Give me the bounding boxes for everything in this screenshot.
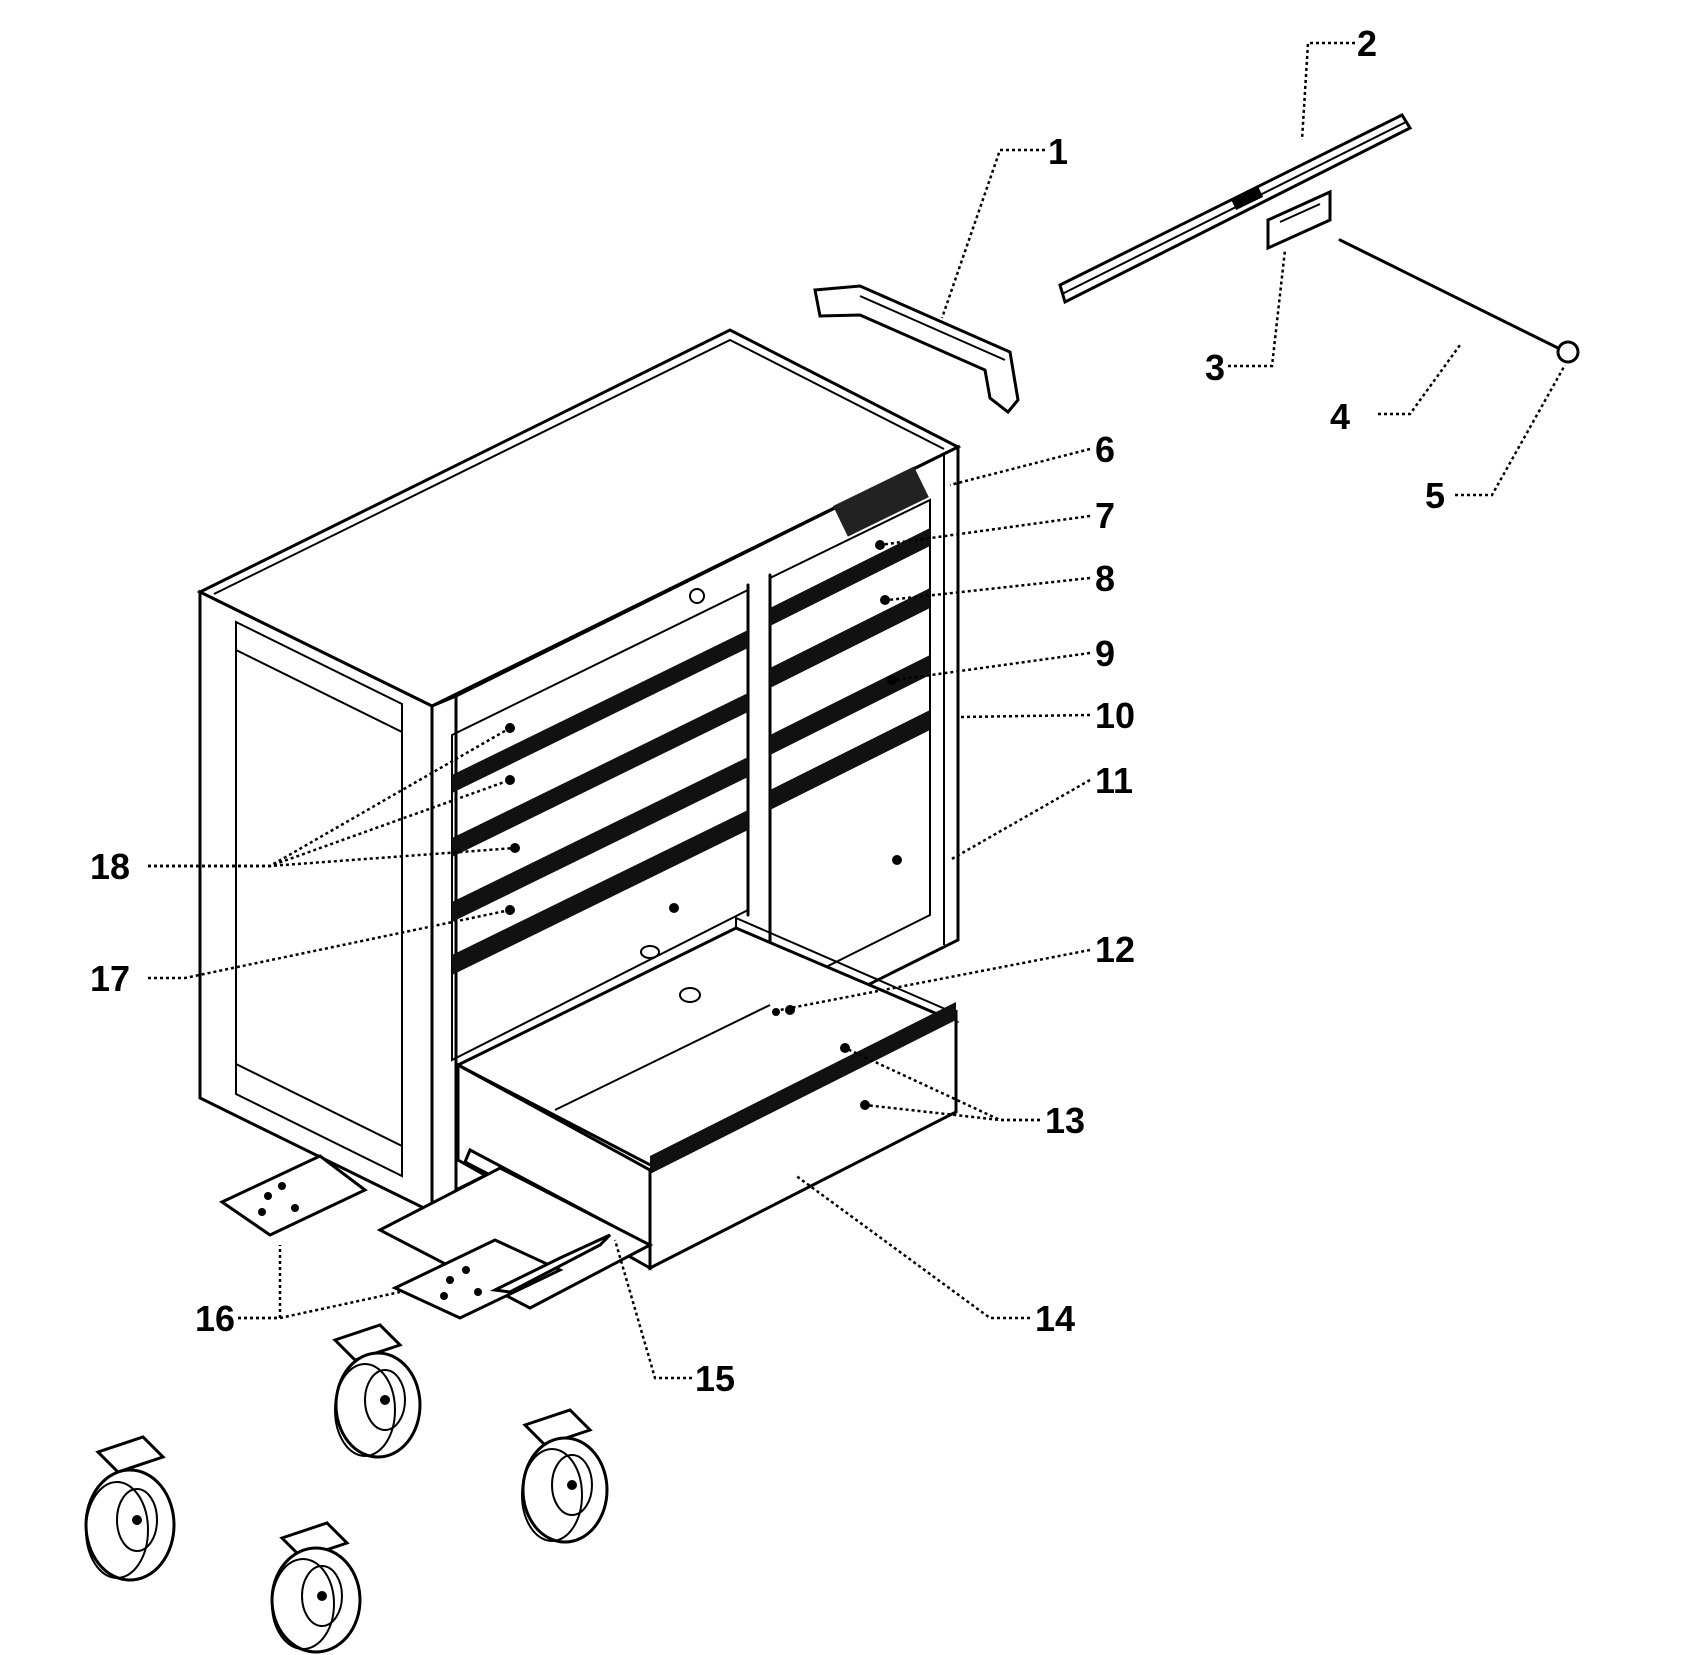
lock-icon (689, 588, 705, 604)
callout-2: 2 (1357, 23, 1377, 64)
callout-labels: 1 2 3 4 5 6 7 8 9 10 11 12 13 14 15 16 1… (90, 23, 1445, 1399)
part-bracket (813, 284, 1020, 415)
caster-plates (218, 1154, 612, 1320)
caster-4 (270, 1521, 362, 1654)
caster-1 (332, 1323, 422, 1459)
callout-11: 11 (1095, 760, 1133, 801)
callout-6: 6 (1095, 429, 1115, 470)
callout-16: 16 (195, 1298, 235, 1339)
callout-8: 8 (1095, 558, 1115, 599)
part-small-bracket (1266, 189, 1332, 251)
part-knob (1556, 340, 1580, 364)
logo-plate (833, 466, 929, 537)
leader-lines (148, 41, 1567, 1380)
caster-2 (521, 1408, 609, 1544)
part-rod (1338, 238, 1560, 350)
callout-18: 18 (90, 846, 130, 887)
callout-14: 14 (1035, 1298, 1075, 1339)
callout-4: 4 (1330, 396, 1350, 437)
open-drawer (376, 916, 960, 1310)
callout-3: 3 (1205, 347, 1225, 388)
callout-15: 15 (695, 1358, 735, 1399)
callout-17: 17 (90, 958, 130, 999)
callout-5: 5 (1425, 475, 1445, 516)
caster-3 (84, 1435, 176, 1582)
callout-13: 13 (1045, 1100, 1085, 1141)
left-drawer-bands (452, 630, 748, 975)
callout-9: 9 (1095, 633, 1115, 674)
callout-10: 10 (1095, 695, 1135, 736)
left-drawer-handles (505, 723, 679, 915)
part-slide-rail (1058, 113, 1413, 305)
callout-1: 1 (1048, 131, 1068, 172)
right-drawer-handles (875, 540, 902, 865)
callout-7: 7 (1095, 495, 1115, 536)
callout-12: 12 (1095, 929, 1135, 970)
